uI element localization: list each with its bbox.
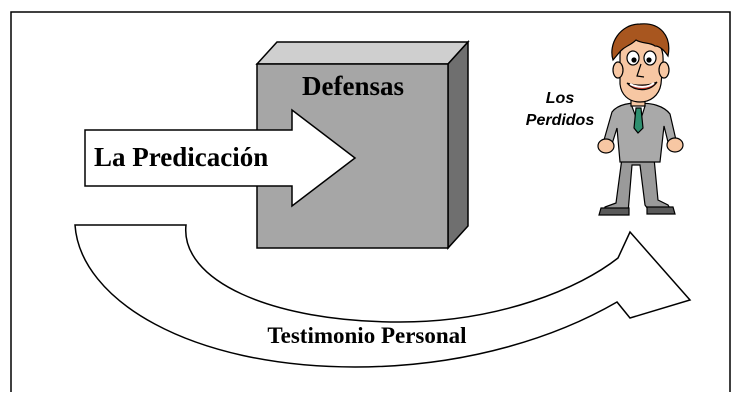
person-hair <box>611 23 670 62</box>
lost-label-line2: Perdidos <box>526 112 595 129</box>
preaching-arrow-shape <box>84 108 357 208</box>
person-right-hand <box>666 137 684 153</box>
person-ear-left <box>612 61 624 79</box>
person-pupil-left <box>631 57 637 63</box>
defenses-box-top <box>255 41 470 65</box>
person-pupil-right <box>646 57 652 63</box>
person-mouth <box>626 81 658 91</box>
preaching-arrow: La Predicación <box>84 108 357 208</box>
testimony-arrow: Testimonio Personal <box>74 224 692 368</box>
person-left-hand <box>597 138 615 154</box>
person-tie <box>633 107 644 134</box>
person-teeth <box>629 82 655 88</box>
lost-label-line1: Los <box>546 90 575 107</box>
defenses-label: Defensas <box>302 71 404 101</box>
lost-person-illustration <box>597 23 684 216</box>
person-shoes <box>598 206 676 216</box>
testimony-label: Testimonio Personal <box>267 323 466 348</box>
person-ear-right <box>658 61 670 79</box>
preaching-label: La Predicación <box>94 142 268 172</box>
defenses-box-side <box>447 40 469 250</box>
testimony-arrow-shape <box>74 224 692 368</box>
person-legs <box>602 157 674 214</box>
person-jacket <box>603 102 677 163</box>
person-nose <box>636 63 645 78</box>
frame-border <box>10 11 731 392</box>
